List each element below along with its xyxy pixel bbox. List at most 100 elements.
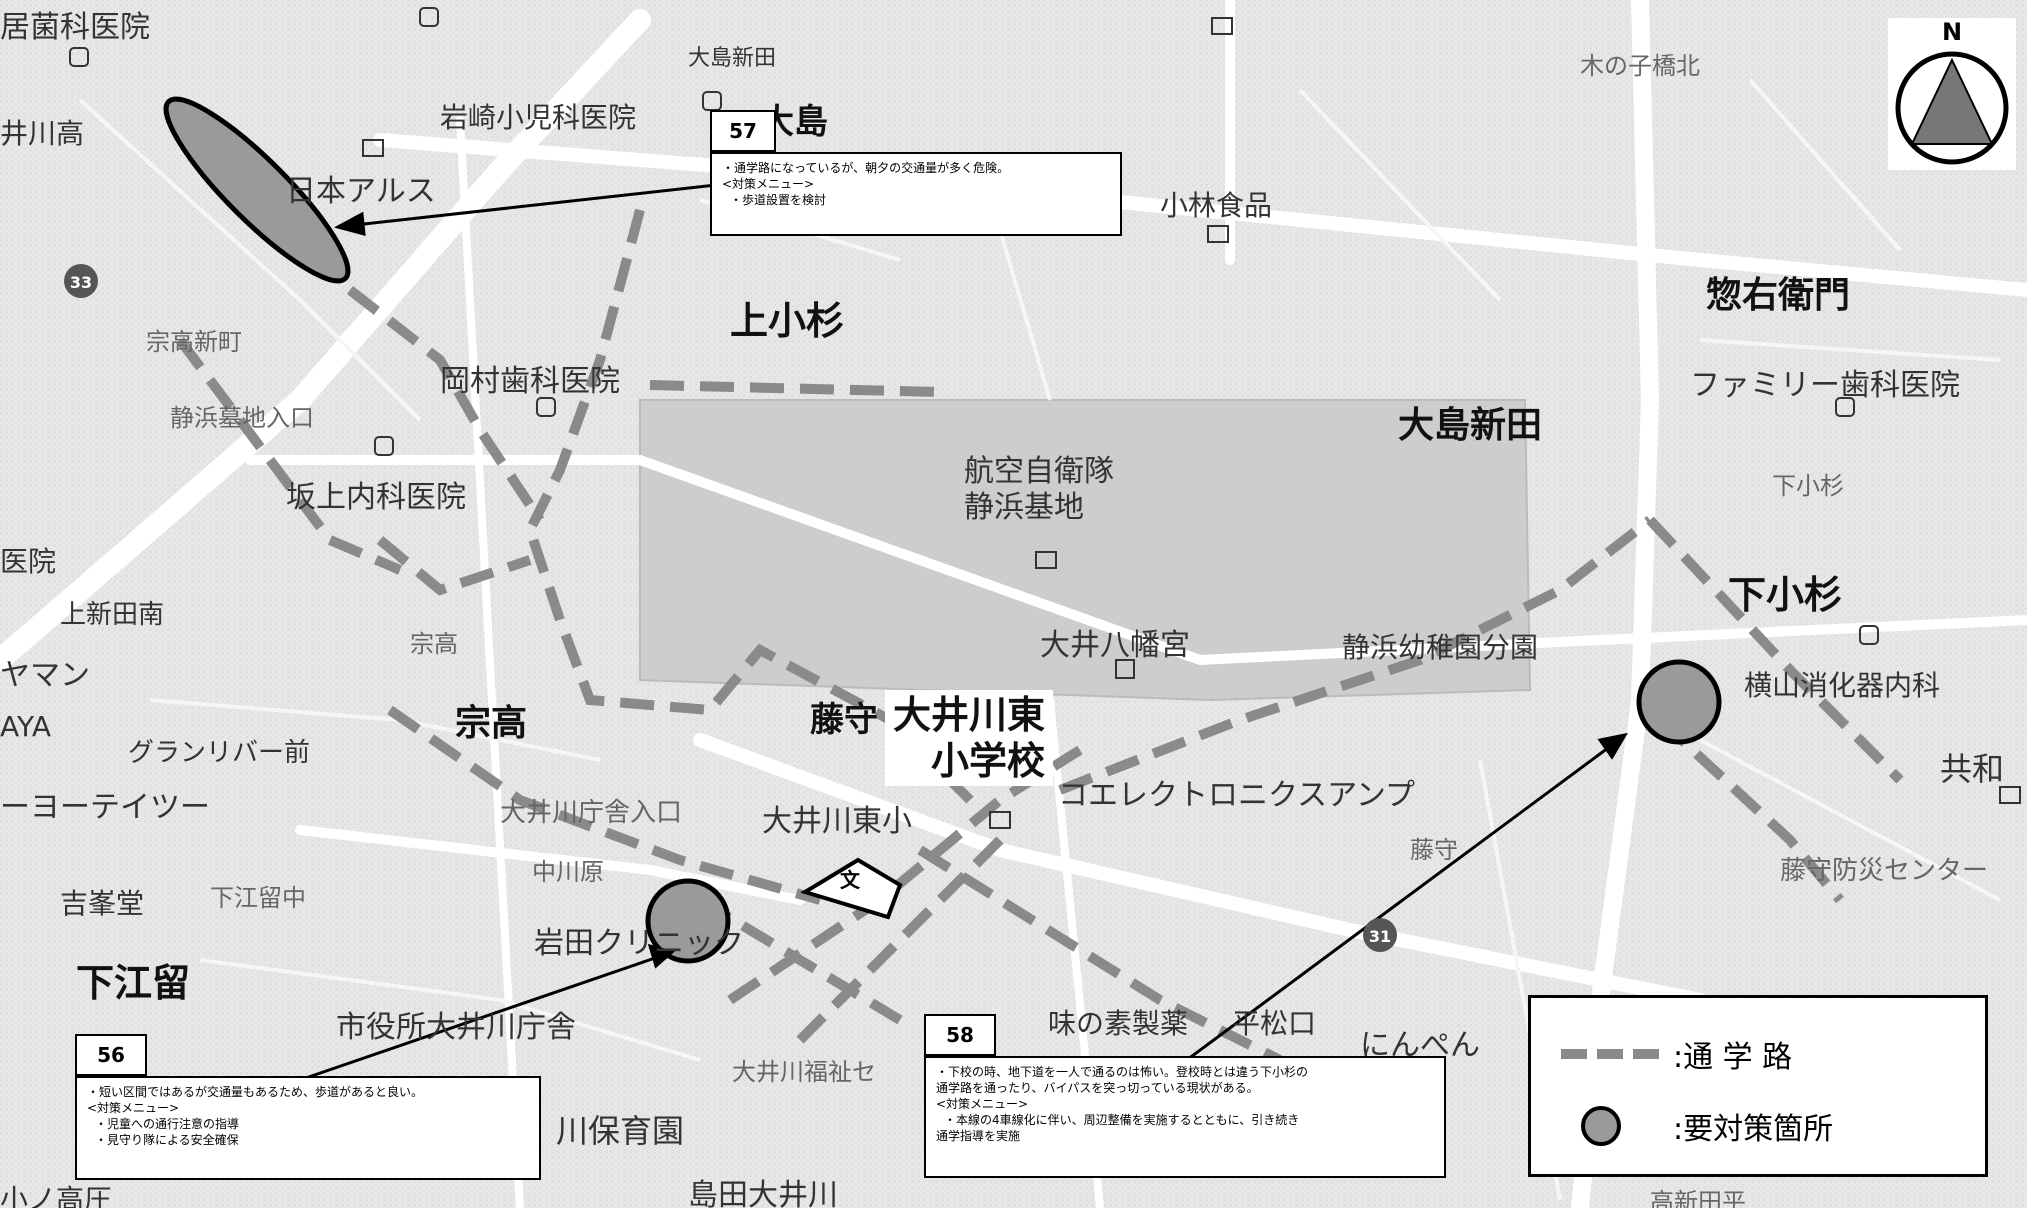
route-east xyxy=(1058,516,1654,795)
label-oshima-shinden-small: 大島新田 xyxy=(688,46,777,71)
factory-icon xyxy=(1999,786,2021,804)
route-far-east-2 xyxy=(1656,716,1844,904)
hotspots xyxy=(163,96,1722,964)
legend-hotspot-label: :要対策箇所 xyxy=(1673,1112,1834,1147)
label-nakagawara: 中川原 xyxy=(532,858,604,886)
hospital-icon xyxy=(1835,397,1855,417)
label-kyowa: 共和 xyxy=(1940,750,2005,788)
route-33-shield xyxy=(64,264,98,298)
label-kobayashi: 小林食品 xyxy=(1160,189,1273,222)
route-31-shield xyxy=(1363,918,1397,952)
label-welfare: 大井川福祉セ xyxy=(732,1058,876,1086)
label-oigawa-higashi-small: 大井川東小 xyxy=(762,804,912,839)
label-kichibodo: 吉峯堂 xyxy=(60,887,145,920)
road-lower xyxy=(295,825,805,905)
factory-icon xyxy=(1207,225,1229,243)
label-hachimangu: 大井八幡宮 xyxy=(1040,628,1190,663)
note-56-number: 56 xyxy=(75,1034,147,1076)
main-road-diagonal xyxy=(0,9,651,671)
label-shimoedome: 下江留 xyxy=(76,961,191,1005)
note-56-box: ・短い区間ではあるが交通量もあるため、歩道があると良い。 <対策メニュー> ・児… xyxy=(75,1076,541,1180)
label-okamura: 岡村歯科医院 xyxy=(440,364,620,399)
label-nursery: 川保育園 xyxy=(556,1112,685,1150)
label-shizuhama-entrance: 静浜墓地入口 xyxy=(170,404,314,432)
hotspot-58 xyxy=(1636,659,1722,745)
school-name-line2: 小学校 xyxy=(931,739,1046,783)
label-nihon-alps: 日本アルス xyxy=(286,174,436,209)
arrow-57-head xyxy=(333,211,366,237)
arrow-58 xyxy=(1179,743,1613,1067)
note-58-box: ・下校の時、地下道を一人で通るのは怖い。登校時とは違う下小杉の 通学路を通ったり… xyxy=(924,1056,1446,1178)
label-tsutaya: AYA xyxy=(0,710,52,743)
label-oigawa-office-entrance: 大井川庁舎入口 xyxy=(500,798,683,828)
arrow-57 xyxy=(354,183,717,227)
hospital-icon xyxy=(419,7,439,27)
hotspot-57 xyxy=(163,96,351,284)
note-56-line: <対策メニュー> xyxy=(87,1101,180,1115)
label-clinic-left: 医院 xyxy=(0,545,57,578)
label-kindergarten: 静浜幼稚園分園 xyxy=(1342,631,1539,664)
route-31-text: 31 xyxy=(1369,927,1391,946)
road-route-31 xyxy=(693,733,1707,1007)
road-mid-horizontal xyxy=(245,455,2027,666)
route-west xyxy=(176,337,402,575)
label-fujimori-center: 藤守防災センター xyxy=(1780,856,1989,886)
label-iwasaki: 岩崎小児科医院 xyxy=(440,101,637,134)
route-dash-icon xyxy=(1561,1049,1661,1059)
label-high-school: 井川高 xyxy=(0,117,85,150)
note-58-line: ・下校の時、地下道を一人で通るのは怖い。登校時とは違う下小杉の xyxy=(936,1065,1309,1079)
hospital-icon xyxy=(69,47,89,67)
note-58-line: 通学指導を実施 xyxy=(936,1129,1021,1143)
hotspot-56 xyxy=(645,878,731,964)
label-iwata-clinic: 岩田クリニック xyxy=(534,926,744,961)
note-57-box: ・通学路になっているが、朝夕の交通量が多く危険。 <対策メニュー> ・歩道設置を… xyxy=(710,152,1122,236)
route-north xyxy=(524,208,974,804)
north-letter: N xyxy=(1941,18,1963,46)
label-munetaka-small: 宗高 xyxy=(410,630,458,658)
label-fujimori: 藤守 xyxy=(810,700,878,740)
road-vertical-2 xyxy=(456,116,524,1208)
note-58-line: ・本線の4車線化に伴い、周辺整備を実施するとともに、引き続き xyxy=(944,1113,1300,1127)
flag-icon xyxy=(1035,551,1057,569)
label-munetaka: 宗高 xyxy=(455,703,528,744)
label-airbase-2: 静浜基地 xyxy=(964,490,1084,525)
label-yodaitsu: ーヨーテイツー xyxy=(0,790,210,825)
map-legend: :通 学 路 :要対策箇所 xyxy=(1528,995,1988,1177)
label-soemon: 惣右衛門 xyxy=(1706,275,1851,316)
label-takashinden: 高新田平 xyxy=(1650,1188,1746,1208)
note-57-line: ・歩道設置を検討 xyxy=(730,193,827,207)
label-city-office: 市役所大井川庁舎 xyxy=(336,1010,576,1045)
label-oshima-shinden: 大島新田 xyxy=(1398,405,1543,446)
label-yamaman: ヤマン xyxy=(0,658,90,693)
label-ajinomoto: 味の素製薬 xyxy=(1048,1007,1189,1040)
compass-icon xyxy=(1895,51,2009,165)
note-56-line: ・児童への通行注意の指導 xyxy=(95,1117,240,1131)
arrow-56-head xyxy=(647,943,676,969)
label-munetaka-shinmachi: 宗高新町 xyxy=(146,328,242,356)
poi-icons xyxy=(69,7,2021,829)
label-shimada: 島田大井川 xyxy=(688,1178,838,1208)
route-shields xyxy=(64,264,1397,952)
label-kamikosugi: 上小杉 xyxy=(730,299,845,343)
note-58-line: 通学路を通ったり、バイパスを突っ切っている現状がある。 xyxy=(936,1081,1259,1095)
factory-icon xyxy=(362,139,384,157)
label-kinoko: 木の子橋北 xyxy=(1580,52,1700,80)
label-granlivre: グランリバー前 xyxy=(128,738,311,768)
arrow-56 xyxy=(299,956,656,1082)
legend-route-row: :通 学 路 xyxy=(1559,1032,1792,1076)
route-far-east-1 xyxy=(1646,516,1904,784)
label-kominato: 小ノ高圧 xyxy=(0,1183,113,1208)
label-airbase-1: 航空自衛隊 xyxy=(964,454,1114,489)
factory-icon xyxy=(989,811,1011,829)
hotspot-circle-icon xyxy=(1581,1106,1621,1146)
note-58-line: <対策メニュー> xyxy=(936,1097,1029,1111)
label-electronics: コエレクトロニクスアンプ xyxy=(1058,778,1415,813)
label-shimoedome-small: 下江留中 xyxy=(210,884,306,912)
label-family-dental: ファミリー歯科医院 xyxy=(1690,368,1960,403)
legend-route-label: :通 学 路 xyxy=(1673,1040,1793,1075)
label-shimokosugi: 下小杉 xyxy=(1728,573,1843,617)
label-shimokosugi-small: 下小杉 xyxy=(1772,472,1844,500)
route-sw xyxy=(387,705,822,905)
